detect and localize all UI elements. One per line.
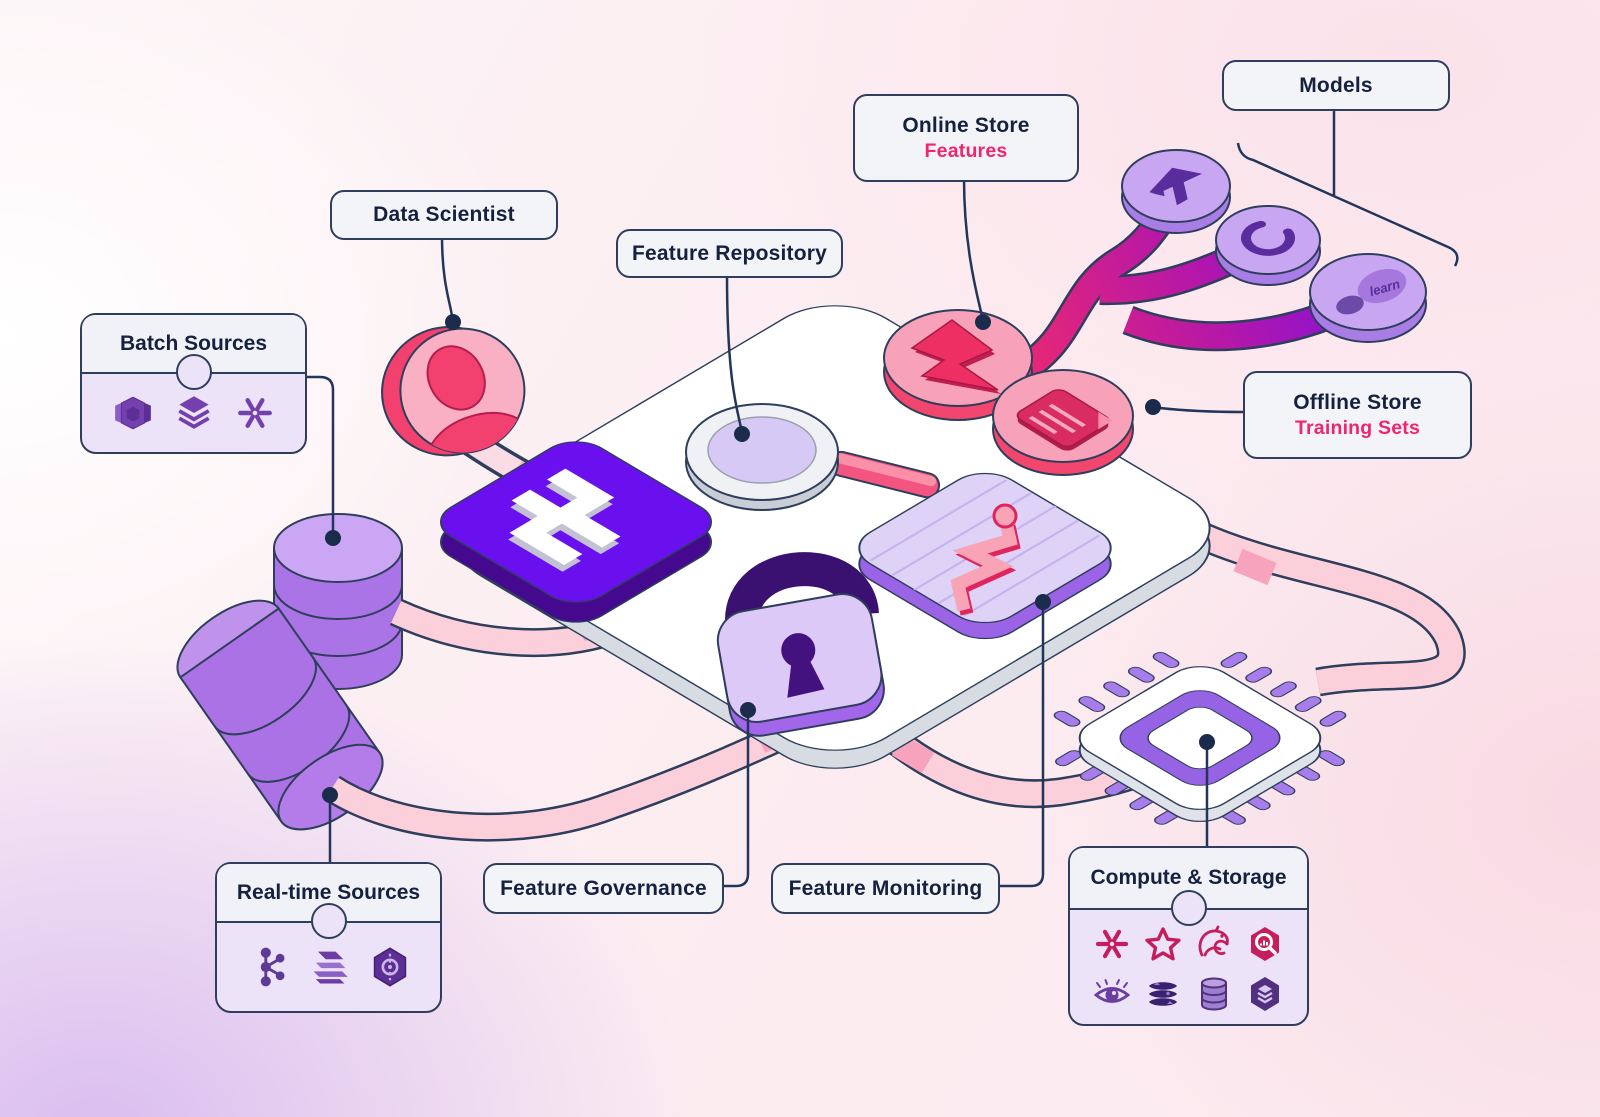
lock-icon [716, 552, 885, 737]
database-barrel-icon [176, 599, 384, 831]
compute-storage-title: Compute & Storage [1070, 848, 1307, 910]
feature-repository-label-text: Feature Repository [632, 241, 827, 265]
connector-lines [302, 108, 1459, 888]
compute-storage-icons [1070, 910, 1307, 1024]
online-store-title: Online Store [902, 113, 1030, 137]
kafka-icon [260, 947, 284, 987]
real-time-sources-icons [217, 923, 440, 1011]
tensorflow-coin-icon [1121, 149, 1231, 234]
puzzle-tab-icon [310, 903, 347, 939]
snowflake-icon [237, 398, 272, 428]
real-time-sources-box: Real-time Sources [215, 862, 442, 1013]
feast-logo-icon [440, 441, 712, 623]
snowflake-icon [1095, 929, 1128, 959]
batch-sources-icons [82, 374, 305, 452]
kinesis-icon [313, 951, 348, 984]
databricks-icon [177, 396, 210, 429]
models-label: Models [1222, 60, 1450, 111]
feature-governance-label: Feature Governance [483, 863, 724, 914]
puzzle-tab-icon [175, 354, 212, 390]
magnifier-icon [685, 403, 941, 511]
lightning-coin-icon [883, 309, 1033, 421]
offline-store-title: Offline Store [1293, 390, 1422, 414]
connector-dots [322, 314, 1215, 803]
cpu-chip-icon [1053, 652, 1347, 825]
real-time-sources-title: Real-time Sources [217, 864, 440, 923]
puzzle-tab-icon [1170, 890, 1207, 926]
redshift-icon [114, 396, 151, 430]
feature-monitoring-label: Feature Monitoring [771, 863, 1000, 914]
document-coin-icon [992, 369, 1134, 476]
scikit-learn-coin-icon: learn [1309, 253, 1427, 343]
flink-squirrel-icon [1198, 925, 1229, 957]
dynamodb-cylinder-icon [1201, 977, 1228, 1011]
batch-sources-box: Batch Sources [80, 313, 307, 454]
online-store-label: Online Store Features [853, 94, 1079, 182]
data-scientist-label: Data Scientist [330, 190, 558, 240]
compute-storage-box: Compute & Storage [1068, 846, 1309, 1026]
stream-hexagon-icon [373, 947, 406, 987]
feature-governance-label-text: Feature Governance [500, 876, 707, 900]
pytorch-coin-icon [1215, 205, 1321, 286]
feature-monitoring-label-text: Feature Monitoring [788, 876, 983, 900]
redis-stack-icon [1148, 982, 1177, 1006]
data-scientist-label-text: Data Scientist [373, 203, 515, 226]
data-scientist-avatar-icon [381, 325, 534, 469]
eye-icon [1093, 979, 1130, 1003]
feature-repository-label: Feature Repository [616, 229, 843, 278]
spark-star-icon [1145, 927, 1181, 961]
offline-store-label: Offline Store Training Sets [1243, 371, 1472, 459]
bigquery-hexagon-icon [1251, 927, 1280, 961]
models-label-text: Models [1299, 73, 1373, 97]
bigtable-hexagon-icon [1251, 977, 1280, 1011]
online-store-subtitle: Features [924, 139, 1008, 162]
offline-store-subtitle: Training Sets [1294, 416, 1421, 439]
